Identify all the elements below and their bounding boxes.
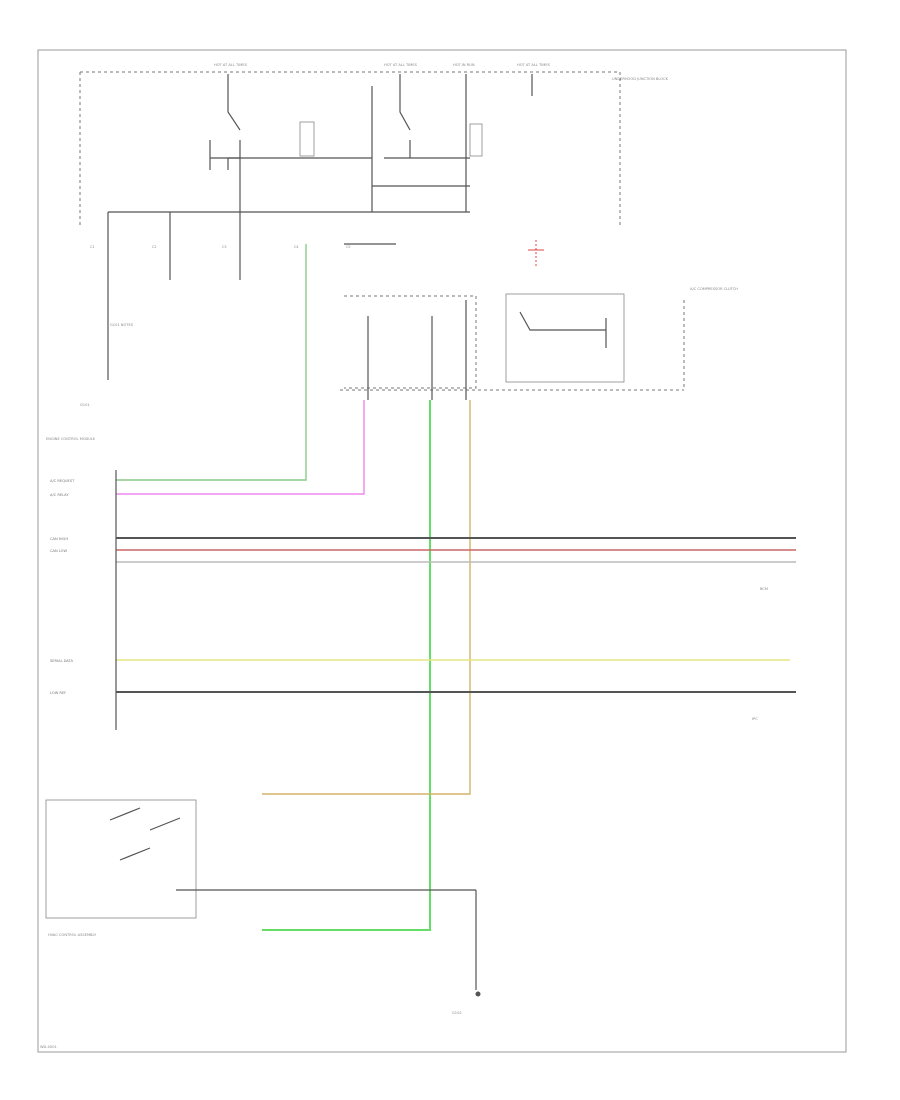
relay-switch-icon xyxy=(519,311,607,348)
hvac-control-box xyxy=(45,799,197,919)
signal-serial-data: SERIAL DATA xyxy=(50,659,74,663)
hvac-label: HVAC CONTROL ASSEMBLY xyxy=(48,933,97,937)
signal-ac-relay: A/C RELAY xyxy=(50,493,69,497)
relay-switch-icon xyxy=(399,96,483,158)
fuse-label-3: HOT IN RUN xyxy=(453,63,475,67)
fuse-label-2: HOT AT ALL TIMES xyxy=(384,63,418,67)
wire-green xyxy=(262,400,431,931)
fuse-label-4: HOT AT ALL TIMES xyxy=(517,63,551,67)
right-module-label-2: IPC xyxy=(752,717,758,721)
ground-note: G101 NOTES xyxy=(110,323,134,327)
junction-block-label: UNDERHOOD JUNCTION BLOCK xyxy=(612,77,669,81)
ground-label-1: G101 xyxy=(80,403,90,407)
fuse-label-1: HOT AT ALL TIMES xyxy=(214,63,248,67)
compressor-module-outline xyxy=(344,295,477,389)
compressor-relay-box xyxy=(505,293,625,383)
connector-icon xyxy=(528,240,544,268)
relay-switch-icon xyxy=(109,807,181,861)
wire-pink xyxy=(116,400,365,495)
pin-label: C4 xyxy=(294,245,299,249)
signal-can-low: CAN LOW xyxy=(50,549,68,553)
ground-label-2: G102 xyxy=(452,1011,462,1015)
right-module-label-1: BCM xyxy=(760,587,768,591)
diagram-border xyxy=(37,49,847,1053)
signal-ac-request: A/C REQUEST xyxy=(50,479,75,483)
ecm-label: ENGINE CONTROL MODULE xyxy=(46,437,96,441)
signal-can-high: CAN HIGH xyxy=(50,537,68,541)
pin-label: C1 xyxy=(90,245,95,249)
ground-icon xyxy=(475,991,481,997)
relay-switch-icon xyxy=(209,96,315,170)
pin-label: C2 xyxy=(152,245,157,249)
pin-label: C5 xyxy=(346,245,351,249)
wire-light-green xyxy=(116,244,307,481)
page-code: WD-0001 xyxy=(40,1045,57,1049)
wire-tan xyxy=(262,400,471,795)
junction-block-outline xyxy=(80,71,621,228)
pin-label: C3 xyxy=(222,245,227,249)
compressor-label: A/C COMPRESSOR CLUTCH xyxy=(690,287,738,291)
signal-low-ref: LOW REF xyxy=(50,691,66,695)
